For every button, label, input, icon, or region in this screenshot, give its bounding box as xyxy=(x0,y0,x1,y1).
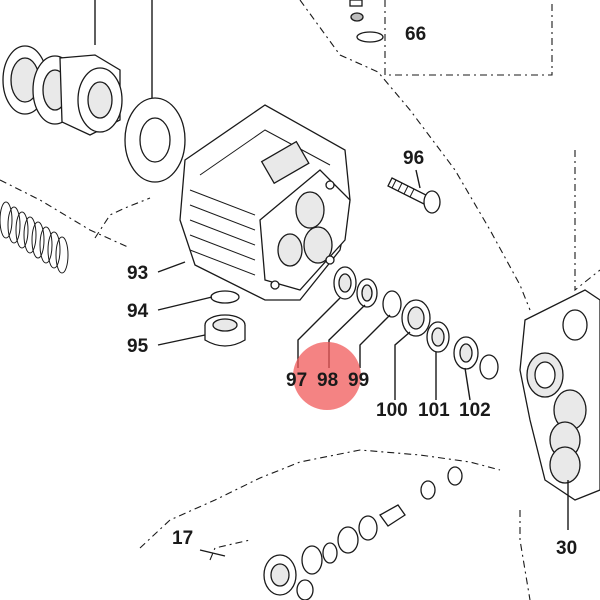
label-95: 95 xyxy=(127,336,149,357)
callout-labels: 66 96 93 94 95 97 98 99 100 101 102 17 3… xyxy=(127,24,577,559)
part-66-items xyxy=(349,0,384,43)
label-98: 98 xyxy=(317,370,338,391)
spring xyxy=(0,201,69,274)
highlight-marker xyxy=(293,342,361,410)
label-94: 94 xyxy=(127,301,149,322)
part-102b xyxy=(479,354,499,380)
part-96-bolt xyxy=(387,169,441,214)
part-99 xyxy=(382,290,402,318)
pump-housing xyxy=(179,104,351,301)
label-96: 96 xyxy=(403,148,424,169)
manifold-block xyxy=(519,289,600,530)
label-100: 100 xyxy=(376,400,408,421)
label-102: 102 xyxy=(459,400,491,421)
bottom-valve-assembly xyxy=(263,466,463,600)
label-66: 66 xyxy=(405,24,426,45)
part-94-oring xyxy=(210,290,240,304)
label-30: 30 xyxy=(556,538,577,559)
label-17: 17 xyxy=(172,528,193,549)
label-93: 93 xyxy=(127,263,148,284)
label-101: 101 xyxy=(418,400,450,421)
seal-row xyxy=(333,266,499,380)
label-99: 99 xyxy=(348,370,369,391)
label-97: 97 xyxy=(286,370,307,391)
top-left-bearing-assembly xyxy=(2,0,186,183)
part-95-plug xyxy=(204,314,246,347)
